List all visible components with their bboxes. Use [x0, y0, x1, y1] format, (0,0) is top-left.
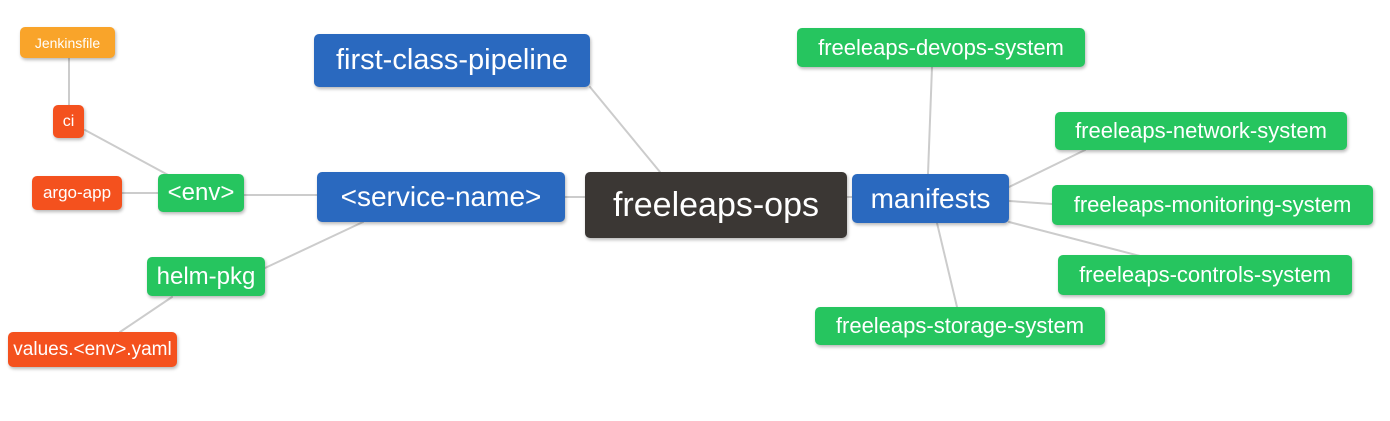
node-freeleaps-monitoring-system[interactable]: freeleaps-monitoring-system — [1052, 185, 1373, 225]
node-values-env-yaml[interactable]: values.<env>.yaml — [8, 332, 177, 367]
node-argo-app[interactable]: argo-app — [32, 176, 122, 210]
edge-manifests-controls — [1008, 221, 1141, 257]
node-freeleaps-storage-system[interactable]: freeleaps-storage-system — [815, 307, 1105, 345]
edge-ci-env — [84, 129, 171, 177]
node-freeleaps-devops-system[interactable]: freeleaps-devops-system — [797, 28, 1085, 67]
edge-manifests-network — [1008, 149, 1086, 188]
node-env[interactable]: <env> — [158, 174, 244, 212]
edge-manifests-devops — [927, 66, 933, 175]
node-helm-pkg[interactable]: helm-pkg — [147, 257, 265, 296]
edge-manifests-storage — [936, 222, 958, 308]
node-first-class-pipeline[interactable]: first-class-pipeline — [314, 34, 590, 87]
node-freeleaps-controls-system[interactable]: freeleaps-controls-system — [1058, 255, 1352, 295]
edge-values-helmpkg — [119, 296, 173, 333]
edge-helmpkg-servicename — [264, 221, 364, 269]
edge-manifests-monitoring — [1008, 200, 1053, 205]
node-freeleaps-network-system[interactable]: freeleaps-network-system — [1055, 112, 1347, 150]
node-jenkinsfile[interactable]: Jenkinsfile — [20, 27, 115, 58]
node-freeleaps-ops-root[interactable]: freeleaps-ops — [585, 172, 847, 238]
node-manifests[interactable]: manifests — [852, 174, 1009, 223]
node-service-name[interactable]: <service-name> — [317, 172, 565, 222]
node-ci[interactable]: ci — [53, 105, 84, 138]
edge-pipeline-root — [589, 86, 661, 173]
